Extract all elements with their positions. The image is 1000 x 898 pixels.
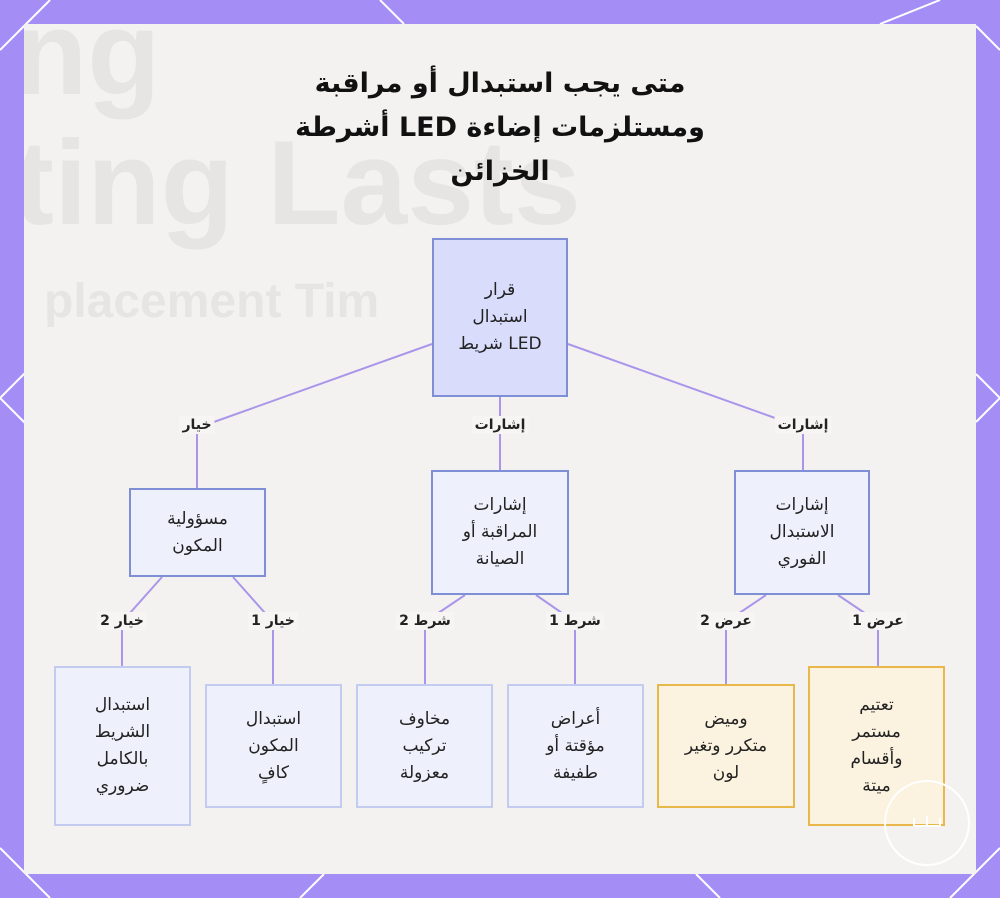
edge-root-left (196, 343, 433, 429)
node-text: ضروري (95, 776, 150, 796)
title-line-2: أشرطة LED ومستلزمات إضاءة (295, 112, 705, 143)
node-text: قرار (484, 280, 516, 300)
node-text: استبدال (245, 708, 302, 729)
node-text: لون (712, 762, 740, 783)
node-text: المكون (172, 535, 223, 556)
background-text-3: placement Tim (44, 275, 380, 328)
node-full-strip-replacement: استبدال الشريط بالكامل ضروري (54, 666, 191, 826)
node-text: المكون (248, 735, 299, 756)
logo-icon (913, 816, 941, 827)
title-line-1: متى يجب استبدال أو مراقبة (314, 68, 686, 99)
node-flicker-color-change: وميض متكرر وتغير لون (657, 684, 795, 808)
node-text: معزولة (399, 762, 450, 783)
node-component-responsibility: مسؤولية المكون (129, 488, 266, 577)
node-text: إشارات (473, 495, 527, 515)
node-text: الفوري (777, 549, 827, 569)
node-text: كافٍ (258, 762, 289, 783)
node-text: مخاوف (398, 708, 451, 729)
node-text: مستمر (852, 722, 901, 742)
edge-label-display1: عرض 1 (849, 612, 907, 630)
node-text: ميتة (862, 776, 891, 796)
node-isolated-installation: مخاوف تركيب معزولة (356, 684, 493, 808)
title-line-3: الخزائن (450, 156, 550, 187)
watermark-logo (884, 780, 970, 866)
node-text: طفيفة (553, 762, 598, 783)
node-text: إشارات (775, 495, 829, 515)
background-text-1: ng (24, 24, 161, 120)
node-text: بالكامل (96, 749, 149, 769)
edge-label-choice1: خيار 1 (248, 612, 298, 630)
node-text: وأقسام (850, 749, 903, 769)
edge-label-signals-right: إشارات (774, 416, 832, 434)
node-temporary-symptoms: أعراض مؤقتة أو طفيفة (507, 684, 644, 808)
edge-label-choice: خيار (179, 416, 215, 434)
node-text: الاستبدال (769, 522, 835, 542)
node-text: أعراض (550, 708, 601, 729)
page-title: متى يجب استبدال أو مراقبة أشرطة LED ومست… (0, 62, 1000, 194)
node-text: الشريط (94, 722, 151, 742)
node-text: تعتيم (859, 695, 894, 715)
node-text: المراقبة أو (462, 522, 538, 542)
edge-label-choice2: خيار 2 (97, 612, 147, 630)
node-text: مؤقتة أو (546, 735, 605, 756)
node-monitoring-signals: إشارات المراقبة أو الصيانة (431, 470, 569, 595)
edge-label-condition2: شرط 2 (396, 612, 454, 630)
node-text: متكرر وتغير (684, 735, 768, 756)
node-text: استبدال (472, 307, 528, 327)
node-text: شريط LED (458, 334, 542, 354)
node-text: مسؤولية (167, 508, 228, 529)
node-text: الصيانة (475, 549, 525, 569)
node-text: استبدال (94, 695, 151, 715)
node-immediate-signals: إشارات الاستبدال الفوري (734, 470, 870, 595)
edge-root-right (567, 343, 804, 429)
edge-label-signals-mid: إشارات (471, 416, 529, 434)
node-root-decision: قرار استبدال شريط LED (432, 238, 568, 397)
edge-label-condition1: شرط 1 (546, 612, 604, 630)
node-text: وميض (704, 708, 748, 729)
background-text-2: ting Lasts (24, 116, 581, 250)
node-component-replacement: استبدال المكون كافٍ (205, 684, 342, 808)
node-text: تركيب (402, 735, 447, 756)
edge-label-display2: عرض 2 (697, 612, 755, 630)
